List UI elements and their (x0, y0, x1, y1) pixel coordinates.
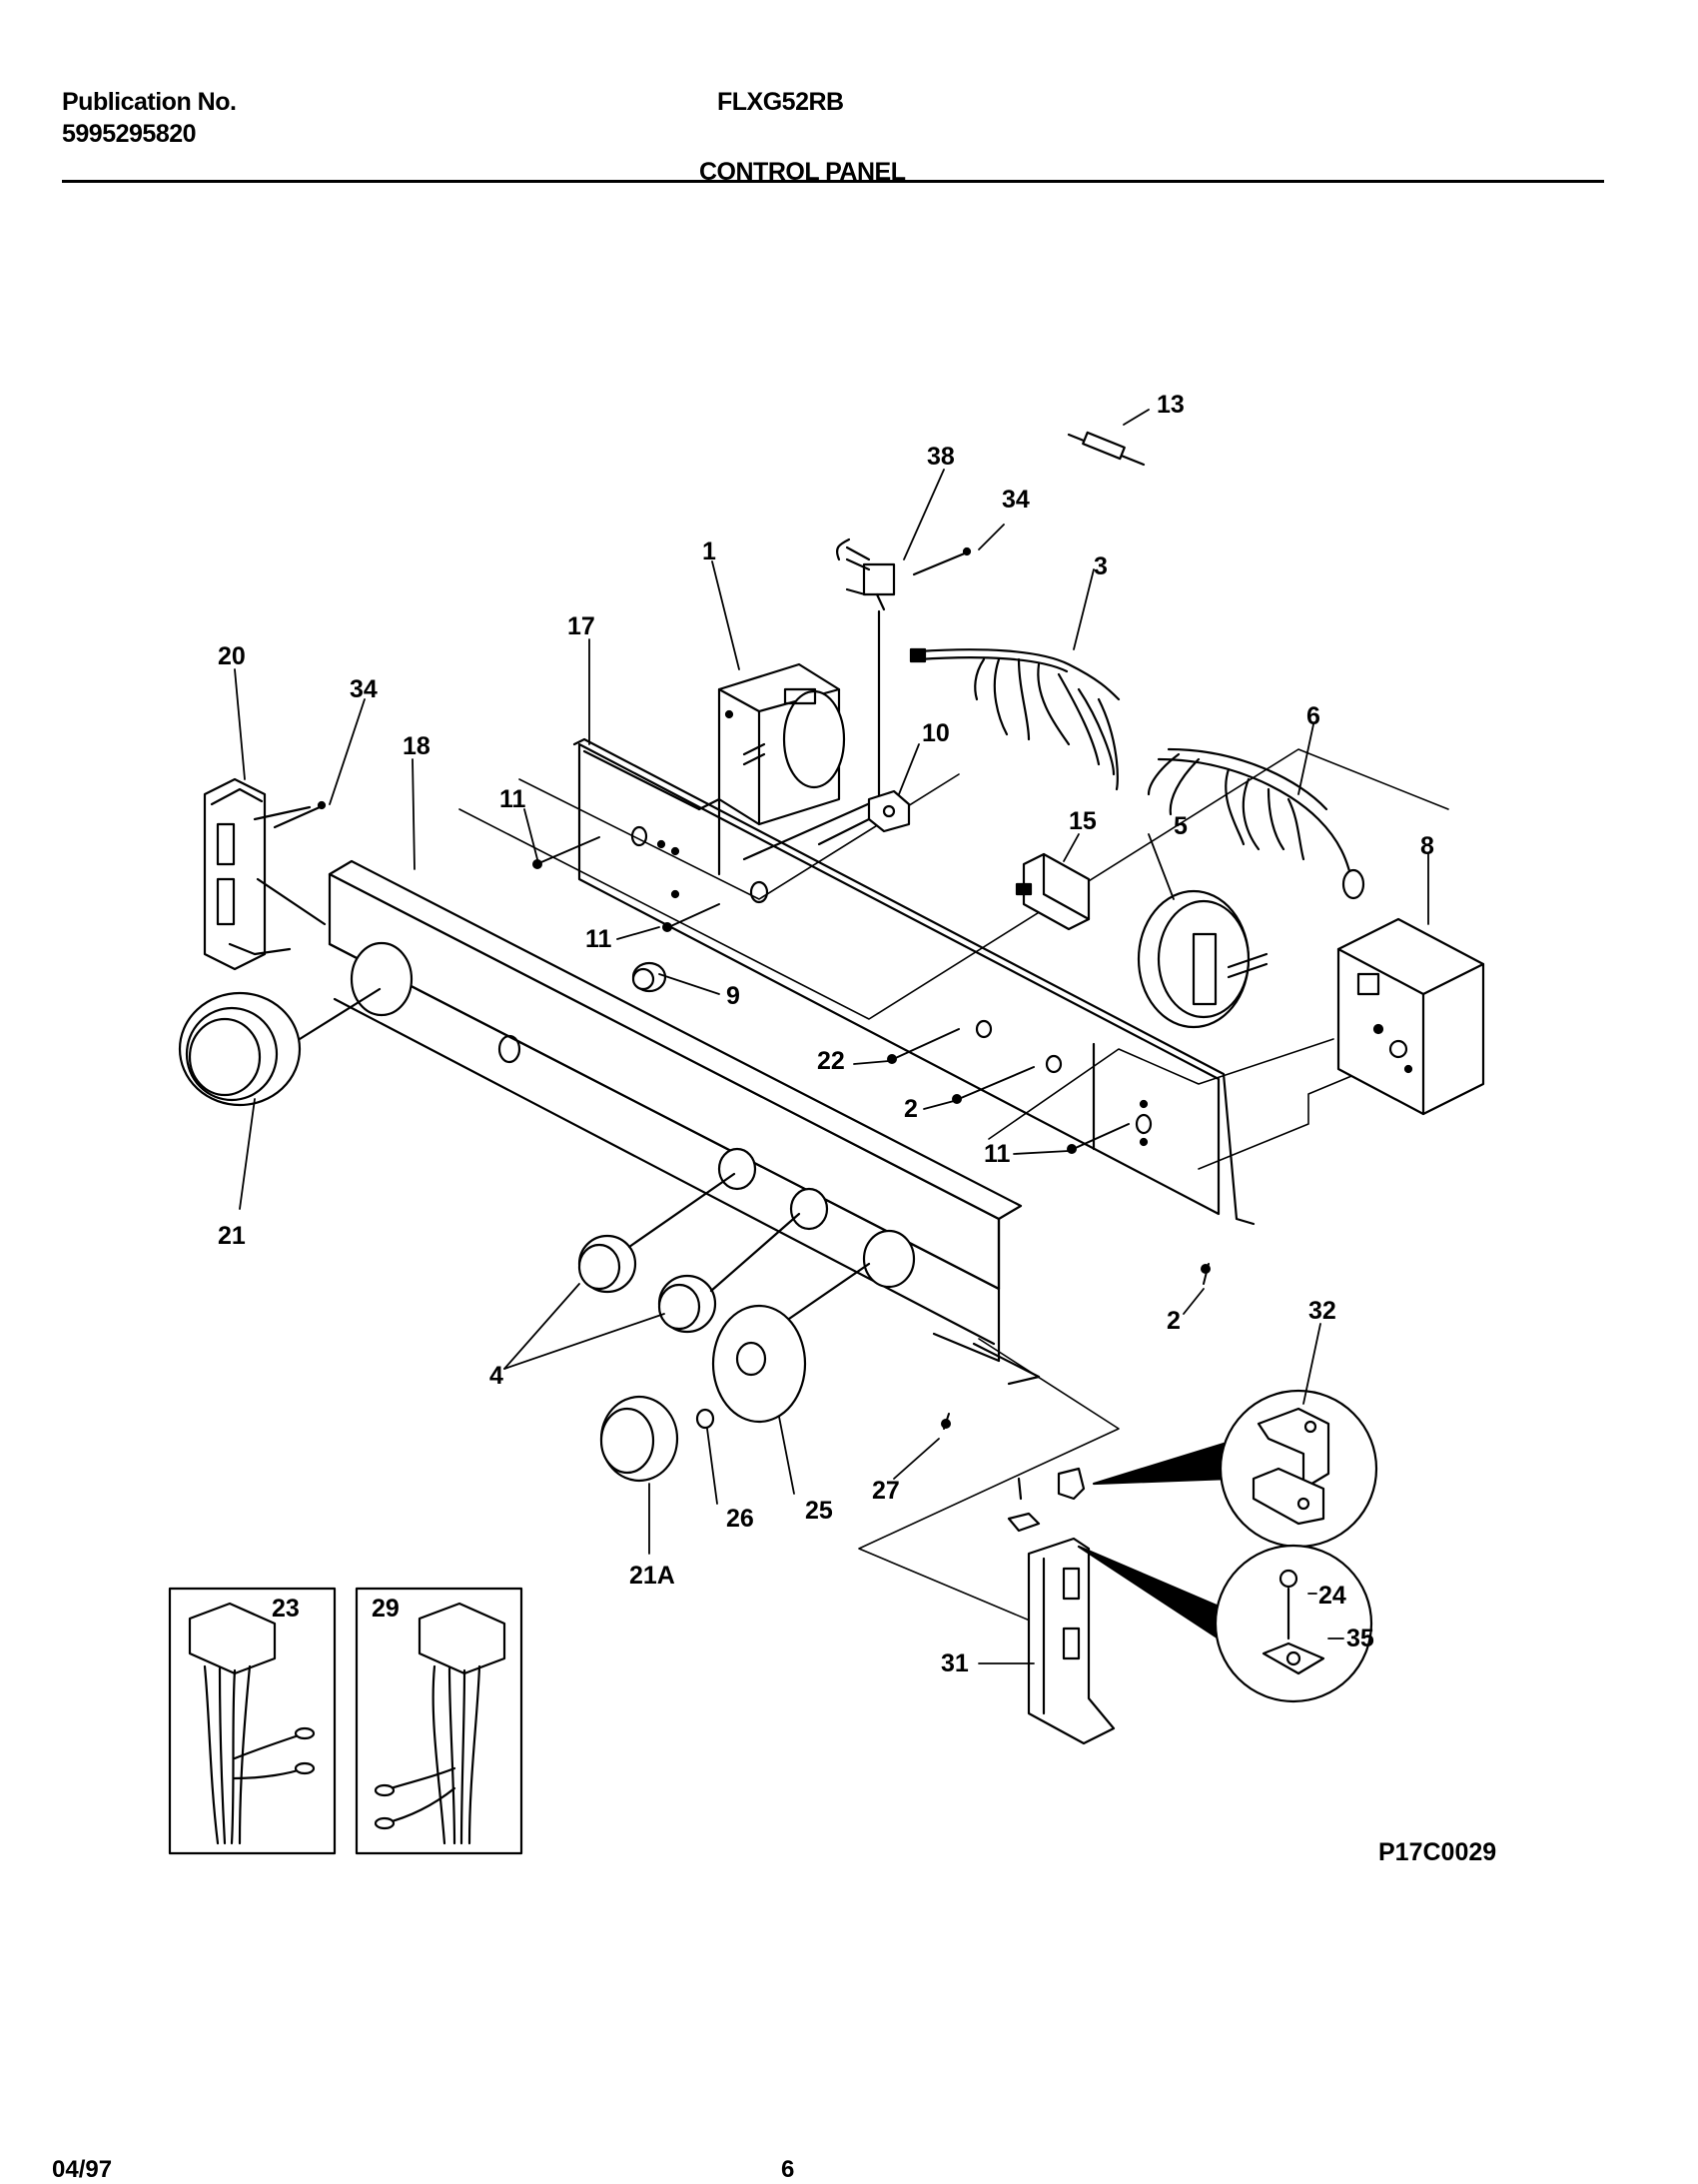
knob-skirt-part-25 (711, 1262, 871, 1424)
detail-circle-part-32 (1219, 1389, 1378, 1549)
callout-38: 38 (927, 443, 955, 471)
harness-box-part-29 (355, 1587, 523, 1855)
clip-part-32-small (1007, 1467, 1086, 1533)
callout-leaders (234, 409, 1429, 1664)
callout-20: 20 (218, 642, 246, 670)
model-number: FLXG52RB (717, 88, 844, 116)
callout-5: 5 (1174, 812, 1188, 840)
control-panel-rear-part-17 (572, 737, 1256, 1226)
callout-26: 26 (726, 1505, 754, 1533)
callout-11-c: 11 (984, 1140, 1011, 1168)
figure-code: P17C0029 (1378, 1838, 1497, 1866)
callout-32: 32 (1308, 1297, 1336, 1325)
callout-11-a: 11 (499, 785, 526, 813)
timer-part-1 (717, 662, 846, 826)
callout-17: 17 (567, 612, 595, 640)
callout-22: 22 (817, 1047, 845, 1075)
publication-number: 5995295820 (62, 120, 197, 148)
detail-circle-part-24-35 (1214, 1544, 1373, 1703)
publication-label: Publication No. (62, 88, 237, 116)
callout-31: 31 (941, 1649, 969, 1677)
clip-part-26 (695, 1408, 715, 1430)
screw-part-34-left (273, 800, 327, 829)
callout-1: 1 (702, 538, 716, 565)
callout-labels: 1 3 6 8 5 15 10 17 18 20 34 38 34 13 21 … (218, 391, 1434, 1677)
callout-35: 35 (1346, 1625, 1374, 1652)
callout-6: 6 (1306, 702, 1320, 730)
callout-2-a: 2 (904, 1095, 918, 1123)
end-cap-part-31 (1027, 1537, 1116, 1745)
wire-harness-part-3 (909, 647, 1121, 791)
buttons-part-4 (577, 1172, 801, 1334)
control-box-part-8 (1336, 917, 1485, 1116)
callout-13: 13 (1157, 391, 1185, 419)
knob-part-21 (178, 987, 382, 1107)
console-panel-part-18 (328, 859, 1041, 1386)
fuse-part-13 (1067, 431, 1146, 467)
callout-15: 15 (1069, 807, 1097, 835)
harness-box-part-23 (168, 1587, 337, 1855)
callout-18: 18 (403, 732, 430, 760)
callout-3: 3 (1094, 552, 1108, 580)
wire-harness-part-6 (1147, 747, 1365, 900)
footer-date: 04/97 (52, 2156, 113, 2183)
zoom-cones (1077, 1442, 1231, 1640)
switch-part-15 (1015, 852, 1091, 931)
callout-29: 29 (372, 1595, 400, 1623)
callout-27: 27 (872, 1477, 900, 1505)
callout-4: 4 (489, 1362, 503, 1390)
callout-25: 25 (805, 1497, 833, 1525)
pressure-switch-part-5 (1137, 889, 1269, 1029)
callout-21: 21 (218, 1222, 246, 1250)
callout-21a: 21A (629, 1562, 675, 1590)
page-number: 6 (781, 2156, 795, 2183)
callout-24: 24 (1318, 1582, 1346, 1610)
callout-10: 10 (922, 719, 950, 747)
screws (532, 836, 1211, 1430)
bracket-part-20 (203, 777, 327, 971)
knob-part-21a (599, 1395, 679, 1483)
callout-34-left: 34 (350, 675, 378, 703)
callout-34-top: 34 (1002, 486, 1030, 514)
callout-23: 23 (272, 1595, 300, 1623)
callout-2-b: 2 (1167, 1307, 1181, 1335)
screw-part-34-top (912, 546, 972, 576)
switch-part-10 (817, 789, 911, 846)
callout-8: 8 (1420, 832, 1434, 860)
callout-9: 9 (726, 982, 740, 1010)
header-rule (62, 180, 1604, 183)
button-part-9 (631, 961, 667, 993)
callout-11-b: 11 (585, 925, 612, 953)
